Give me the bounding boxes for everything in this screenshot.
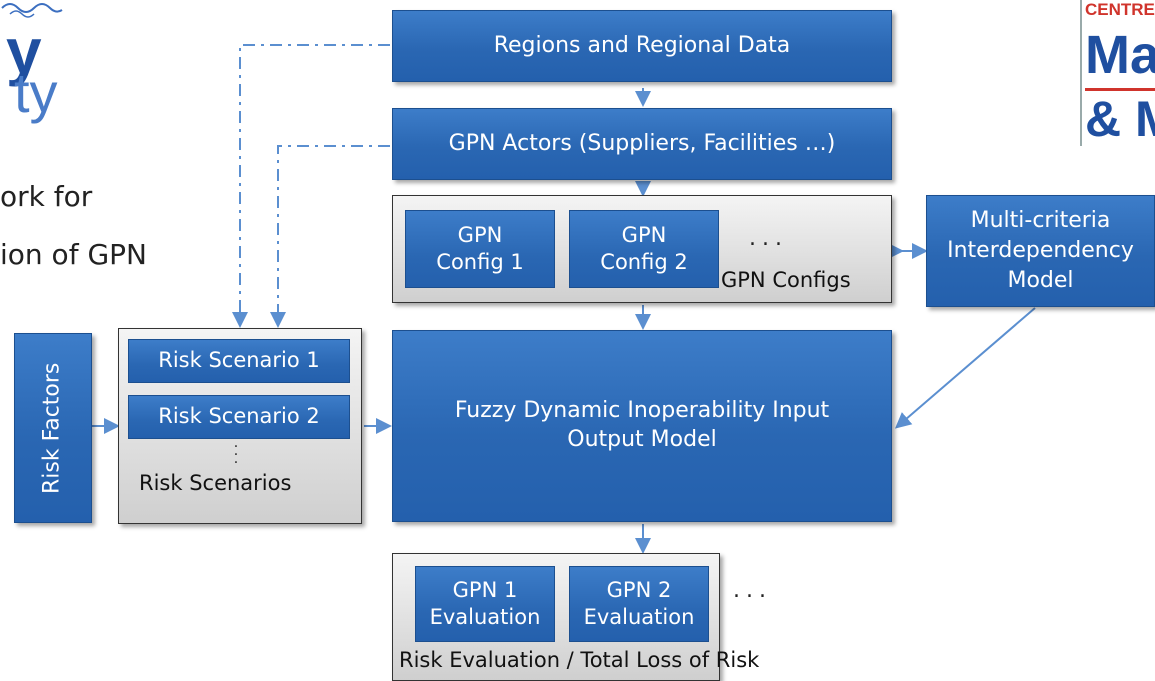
gpn-config-2-line1: GPN	[621, 222, 667, 247]
arrow-regions-to-scenarios	[232, 44, 390, 328]
gpn-1-evaluation-line1: GPN 1	[452, 577, 518, 602]
gpn-2-evaluation-line1: GPN 2	[606, 577, 672, 602]
risk-scenario-2: Risk Scenario 2	[128, 395, 350, 439]
gpn-actors-label: GPN Actors (Suppliers, Facilities …)	[448, 130, 836, 156]
fdiim-line2: Output Model	[567, 427, 717, 452]
logo-divider	[1085, 88, 1155, 91]
gpn-configs-ellipsis: ...	[749, 226, 788, 251]
logo-centre-label: CENTRE	[1085, 0, 1155, 19]
gpn-config-2-line2: Config 2	[600, 250, 688, 274]
risk-scenarios-label: Risk Scenarios	[139, 471, 292, 495]
gpn-1-evaluation-line2: Evaluation	[429, 605, 541, 629]
gpn-1-evaluation: GPN 1 Evaluation	[415, 566, 555, 642]
risk-factors-label: Risk Factors	[39, 362, 65, 494]
slide-text-line2: ion of GPN	[0, 238, 147, 271]
risk-scenarios-group: Risk Scenario 1 Risk Scenario 2 ··· Risk…	[118, 328, 362, 524]
gpn-config-2: GPN Config 2	[569, 210, 719, 288]
gpn-2-evaluation: GPN 2 Evaluation	[569, 566, 709, 642]
logo-swirl-icon	[1, 3, 63, 18]
risk-scenario-1-label: Risk Scenario 1	[158, 348, 320, 373]
risk-scenario-1: Risk Scenario 1	[128, 339, 350, 383]
gpn-actors-box: GPN Actors (Suppliers, Facilities …)	[392, 108, 892, 180]
gpn-config-1-line2: Config 1	[436, 250, 524, 274]
fdiim-line1: Fuzzy Dynamic Inoperability Input	[454, 398, 830, 424]
gpn-config-1: GPN Config 1	[405, 210, 555, 288]
fdiim-box: Fuzzy Dynamic Inoperability Input Output…	[392, 330, 892, 522]
regions-label: Regions and Regional Data	[493, 32, 791, 58]
mcim-line3: Model	[1007, 267, 1074, 293]
logo-text-line1: y	[6, 15, 42, 87]
risk-factors-box: Risk Factors	[14, 333, 92, 523]
risk-evaluation-ellipsis: ...	[733, 578, 772, 603]
mcim-box: Multi-criteria Interdependency Model	[926, 195, 1155, 307]
gpn-config-1-line1: GPN	[457, 222, 503, 247]
logo-line2: Mar	[1085, 25, 1155, 85]
gpn-configs-group: GPN Config 1 GPN Config 2 ... GPN Config…	[392, 195, 892, 303]
logo-frame	[1080, 0, 1155, 146]
regions-box: Regions and Regional Data	[392, 10, 892, 82]
slide-text-line1: ork for	[0, 180, 93, 213]
risk-evaluation-label: Risk Evaluation / Total Loss of Risk	[399, 648, 760, 672]
risk-evaluation-group: GPN 1 Evaluation GPN 2 Evaluation ... Ri…	[392, 553, 766, 681]
gpn-configs-label: GPN Configs	[721, 268, 851, 292]
risk-scenarios-vertical-ellipsis: ···	[233, 439, 239, 471]
logo-text-line2: ty	[14, 61, 58, 124]
risk-scenario-2-label: Risk Scenario 2	[158, 404, 320, 429]
gpn-2-evaluation-line2: Evaluation	[583, 605, 695, 629]
arrow-mcim-to-fdiim	[894, 307, 1036, 429]
mcim-line2: Interdependency	[947, 238, 1134, 264]
arrow-actors-to-scenarios	[270, 145, 390, 328]
mcim-line1: Multi-criteria	[970, 208, 1111, 234]
logo-line3: & M	[1085, 91, 1155, 147]
